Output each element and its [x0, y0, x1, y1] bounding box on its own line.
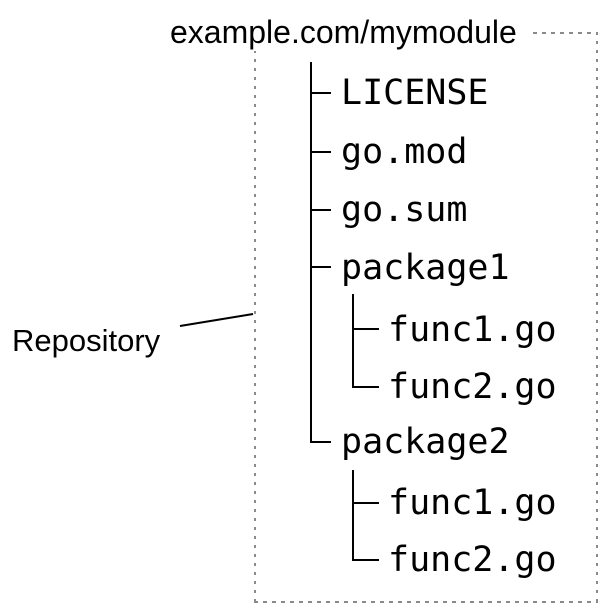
tree-node-package2-func2: func2.go	[388, 540, 557, 580]
tree-branch-package1	[311, 266, 331, 268]
package2-branch-func2	[353, 559, 379, 561]
tree-node-license: LICENSE	[341, 73, 489, 113]
tree-node-gomod: go.mod	[341, 132, 468, 172]
repository-box-border-left	[254, 32, 256, 601]
package2-branch-func1	[353, 502, 379, 504]
tree-trunk-line	[310, 62, 312, 443]
tree-branch-gosum	[311, 209, 331, 211]
tree-branch-gomod	[311, 151, 331, 153]
repository-box-border-right	[596, 32, 598, 601]
package1-branch-func1	[353, 328, 379, 330]
repository-connector-line	[179, 313, 254, 327]
package2-subtree-trunk	[352, 470, 354, 561]
tree-node-package1-func2: func2.go	[388, 367, 557, 407]
module-title: example.com/mymodule	[158, 13, 529, 51]
tree-branch-license	[311, 92, 331, 94]
repository-label: Repository	[12, 323, 161, 358]
tree-node-package1: package1	[341, 248, 510, 288]
tree-node-gosum: go.sum	[341, 190, 468, 230]
package1-branch-func2	[353, 386, 379, 388]
tree-node-package2: package2	[341, 422, 510, 462]
repository-box-border-bottom	[254, 601, 598, 603]
package1-subtree-trunk	[352, 294, 354, 388]
tree-node-package2-func1: func1.go	[388, 483, 557, 523]
tree-node-package1-func1: func1.go	[388, 310, 557, 350]
tree-branch-package2	[311, 441, 331, 443]
